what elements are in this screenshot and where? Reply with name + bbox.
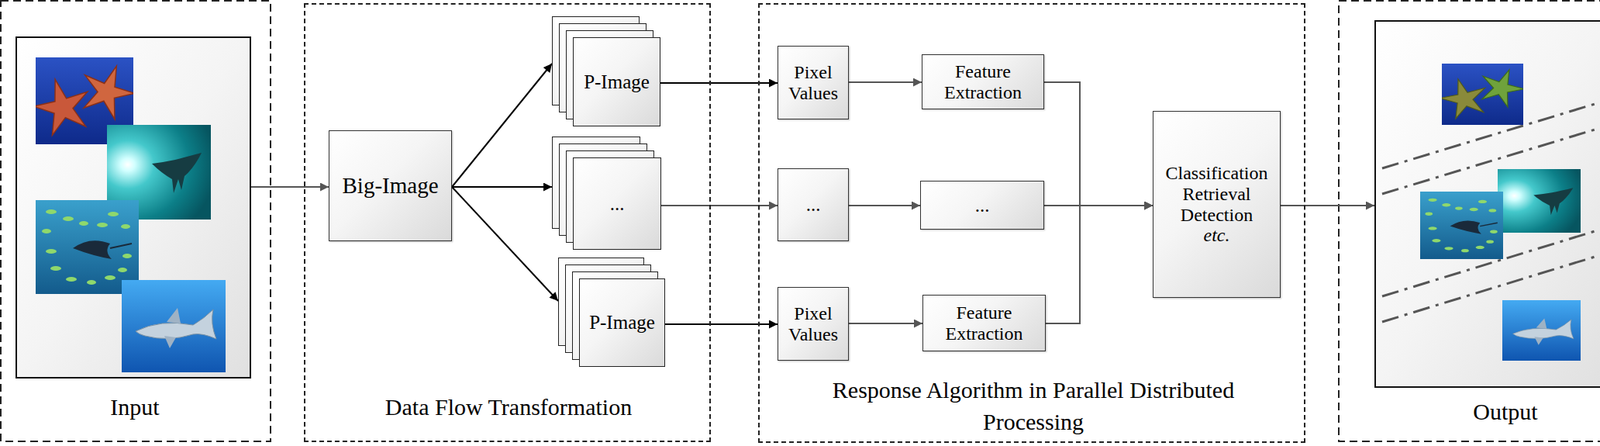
fish-school-photo xyxy=(35,200,139,294)
flow-arrow xyxy=(660,82,778,84)
p-image-stack: P-Image xyxy=(551,16,661,127)
input-box: Input xyxy=(15,36,252,379)
front-card: P-Image xyxy=(579,278,666,367)
panel-heading: Input xyxy=(26,390,244,423)
task-box: Classification Retrieval Detectionetc. xyxy=(1152,110,1281,298)
box-label: Feature Extraction xyxy=(927,61,1039,104)
box-label: Classification Retrieval Detection xyxy=(1158,162,1276,226)
flow-arrow xyxy=(451,63,552,187)
fish-school-photo xyxy=(1420,191,1504,259)
separator-lines xyxy=(1382,102,1600,322)
big-image-box: Big-Image xyxy=(328,130,452,242)
front-card: P-Image xyxy=(572,37,661,127)
flow-arrow xyxy=(848,322,923,325)
card-label: ... xyxy=(610,193,625,215)
box-label: Pixel Values xyxy=(782,303,844,345)
panel-heading: Data Flow Transformation xyxy=(310,390,707,423)
starfish-photo xyxy=(1435,63,1531,125)
manta-photo xyxy=(1497,168,1581,233)
ellipsis-box: ... xyxy=(920,180,1045,230)
box-label: Pixel Values xyxy=(782,62,844,104)
box-label: ... xyxy=(806,193,821,216)
card-label: P-Image xyxy=(589,311,656,334)
image-stack: ... xyxy=(551,136,662,250)
input-ground xyxy=(16,37,251,378)
flow-arrow xyxy=(451,186,559,301)
box-label: etc. xyxy=(1203,224,1231,246)
front-card: ... xyxy=(572,157,662,250)
panel-heading: Response Algorithm in Parallel Distribut… xyxy=(831,373,1235,438)
flow-arrow xyxy=(251,186,329,188)
panel-heading: Output xyxy=(1427,395,1583,428)
flow-arrow xyxy=(848,204,921,207)
p-image-stack: P-Image xyxy=(558,257,666,367)
shark-photo xyxy=(1502,300,1581,361)
card-label: P-Image xyxy=(583,71,650,94)
flow-arrow xyxy=(1045,205,1153,324)
processing-panel: Response Algorithm in Parallel Distribut… xyxy=(758,3,1306,443)
output-box: Output xyxy=(1374,20,1600,388)
pixel-values-box: Pixel Values xyxy=(777,45,849,120)
shark-photo xyxy=(121,279,226,373)
box-label: Big-Image xyxy=(341,172,438,198)
flow-arrow xyxy=(661,204,778,207)
output-ground xyxy=(1375,20,1600,387)
feature-extraction-box: Feature Extraction xyxy=(922,294,1046,352)
input-panel xyxy=(0,0,271,442)
feature-extraction-box: Feature Extraction xyxy=(921,54,1045,110)
flow-arrow xyxy=(451,186,552,188)
box-label: Feature Extraction xyxy=(927,302,1041,345)
flow-arrow xyxy=(848,81,922,83)
flow-arrow xyxy=(665,323,778,325)
flow-arrow xyxy=(1044,82,1153,206)
flow-arrow xyxy=(1280,204,1375,207)
pixel-values-box: Pixel Values xyxy=(777,286,849,361)
box-label: ... xyxy=(975,194,990,217)
transformation-panel: Data Flow TransformationBig-ImageP-Image… xyxy=(303,3,711,442)
ellipsis-box: ... xyxy=(777,168,849,242)
output-panel xyxy=(1338,0,1600,442)
